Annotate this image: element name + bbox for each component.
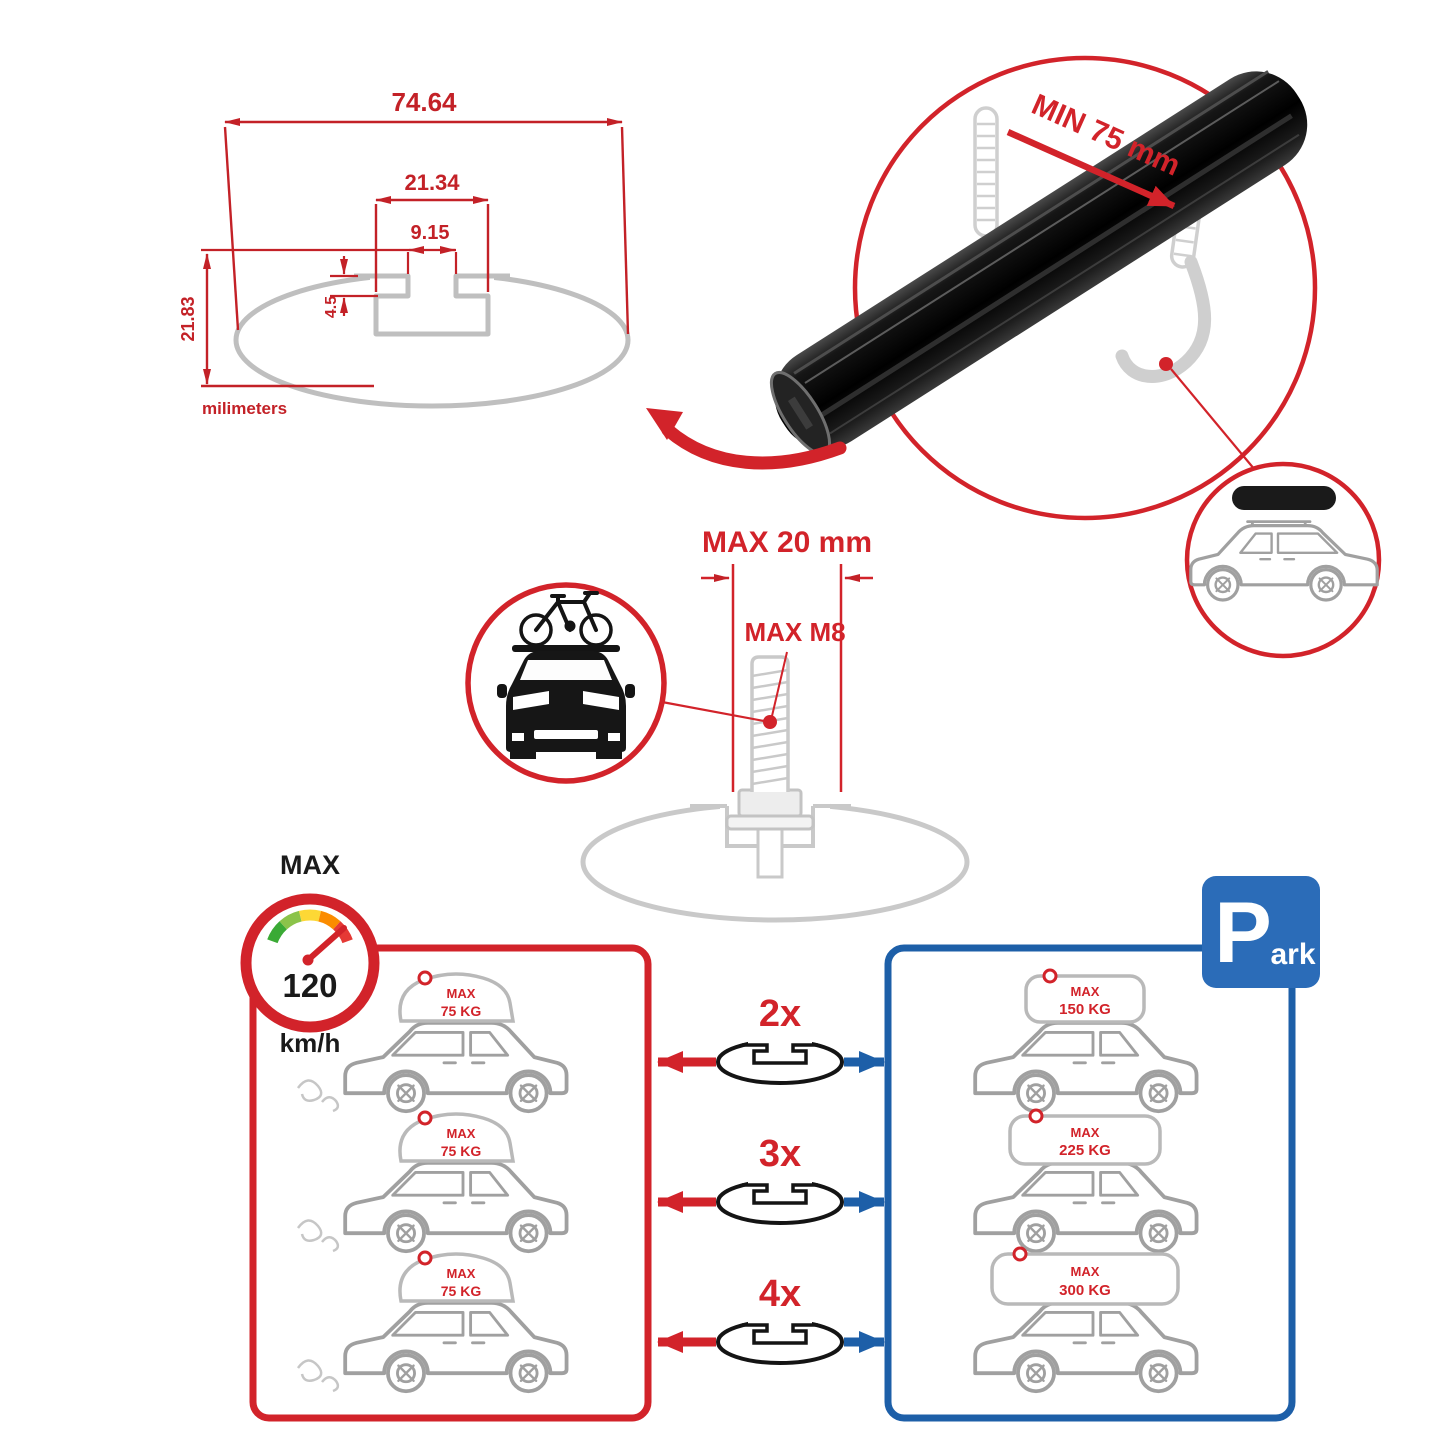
roof-bag-icon: MAX 75 KG xyxy=(398,970,516,1023)
blue-car-row-3: MAX 300 KG xyxy=(973,1246,1199,1394)
dim-profile-height-label: 21.83 xyxy=(178,296,198,341)
exhaust-swirl-icon xyxy=(296,1079,340,1113)
multiplier-row-1: 2x xyxy=(657,993,885,1085)
dim-slot-outer-label: 21.34 xyxy=(404,170,460,195)
multiplier-rows: 2x 3x 4x xyxy=(657,993,885,1365)
speed-value-label: 120 xyxy=(282,967,337,1004)
speed-unit-label: km/h xyxy=(280,1028,341,1058)
red-panel-cars: MAX 75 KG MAX 75 KG MAX 75 KG xyxy=(296,970,569,1394)
bag-tag-label: MAX xyxy=(447,1126,476,1141)
blue-car-row-1: MAX 150 KG xyxy=(973,968,1199,1114)
bag-tag-label: MAX xyxy=(447,986,476,1001)
crossbar-zoom-bubble: MIN 75 mm xyxy=(769,55,1318,521)
hook-point-dot xyxy=(1159,357,1173,371)
parking-letter-label: P xyxy=(1214,885,1271,981)
dim-step-depth-label: 4.5 xyxy=(323,296,340,318)
multiplier-label: 3x xyxy=(759,1133,801,1175)
box-tag-label: MAX xyxy=(1071,1264,1100,1279)
box-weight-label: 150 KG xyxy=(1059,1001,1111,1018)
roof-box-cargo-icon: MAX 225 KG xyxy=(1008,1108,1162,1166)
multiplier-row-3: 4x xyxy=(657,1273,885,1365)
thread-leader-line xyxy=(771,651,788,717)
bag-tag-label: MAX xyxy=(447,1266,476,1281)
dim-slot-inner-label: 9.15 xyxy=(411,222,450,244)
dimension-slot-outer xyxy=(374,196,490,292)
box-tag-label: MAX xyxy=(1071,984,1100,999)
multiplier-label: 2x xyxy=(759,993,801,1035)
dimension-profile-height xyxy=(201,253,374,388)
red-car-row-1: MAX 75 KG xyxy=(296,970,569,1114)
hook-leader-line xyxy=(1170,368,1261,477)
ellipse-profile-icon xyxy=(716,1175,844,1225)
blue-car-row-2: MAX 225 KG xyxy=(973,1108,1199,1254)
gauge-arc xyxy=(267,909,353,944)
units-label: milimeters xyxy=(202,399,287,418)
dimension-total-width xyxy=(223,118,630,335)
roof-box-cargo-icon: MAX 300 KG xyxy=(990,1246,1180,1306)
box-tag-label: MAX xyxy=(1071,1125,1100,1140)
suv-roofbox-bubble xyxy=(1184,461,1382,659)
red-car-row-3: MAX 75 KG xyxy=(296,1250,569,1394)
technical-drawing: 74.64 21.34 9.15 4.5 21.83 xyxy=(178,87,631,418)
max-length-label: MAX 20 mm xyxy=(702,526,872,559)
bolt-icon xyxy=(725,655,815,879)
speed-title-label: MAX xyxy=(280,850,340,880)
max-thread-label: MAX M8 xyxy=(744,617,845,647)
dimension-step-depth xyxy=(330,256,378,316)
roof-bag-icon: MAX 75 KG xyxy=(398,1110,516,1163)
gauge-pivot xyxy=(302,954,314,966)
min-grip-arrow xyxy=(1006,129,1176,209)
roof-bag-icon: MAX 75 KG xyxy=(398,1250,516,1303)
bag-weight-label: 75 KG xyxy=(441,1283,482,1299)
exhaust-swirl-icon xyxy=(296,1359,340,1393)
crossbar-3d-icon xyxy=(769,70,1308,456)
thread-point-dot xyxy=(763,715,777,729)
bubble-leader-line xyxy=(661,700,765,723)
gauge-needle xyxy=(305,925,347,963)
box-weight-label: 225 KG xyxy=(1059,1142,1111,1159)
speed-limit-badge: MAX 120 km/h xyxy=(240,850,380,1058)
bag-weight-label: 75 KG xyxy=(441,1143,482,1159)
max-length-dimension xyxy=(701,564,873,792)
multiplier-row-2: 3x xyxy=(657,1133,885,1225)
car-front-with-bike-icon xyxy=(497,645,635,759)
ellipse-profile-icon xyxy=(716,1035,844,1085)
ellipse-profile-icon xyxy=(716,1315,844,1365)
exhaust-swirl-icon xyxy=(296,1219,340,1253)
bike-car-bubble xyxy=(465,582,765,784)
multiplier-label: 4x xyxy=(759,1273,801,1315)
box-weight-label: 300 KG xyxy=(1059,1282,1111,1299)
dimension-slot-inner xyxy=(201,246,458,274)
bag-weight-label: 75 KG xyxy=(441,1003,482,1019)
bolt-detail: MAX 20 mm MAX M8 xyxy=(465,526,970,923)
parking-sign-icon: P ark xyxy=(1202,876,1320,988)
blue-panel-cars: MAX 150 KG MAX 225 KG MAX 300 KG xyxy=(973,968,1199,1394)
red-car-row-2: MAX 75 KG xyxy=(296,1110,569,1254)
crossbar-profile-section xyxy=(233,264,631,409)
parking-suffix-label: ark xyxy=(1270,938,1315,971)
bubble-to-drawing-arrow xyxy=(646,408,847,470)
dim-total-width-label: 74.64 xyxy=(391,87,457,117)
roof-box-cargo-icon: MAX 150 KG xyxy=(1024,968,1146,1024)
roof-box-icon xyxy=(1232,486,1336,510)
